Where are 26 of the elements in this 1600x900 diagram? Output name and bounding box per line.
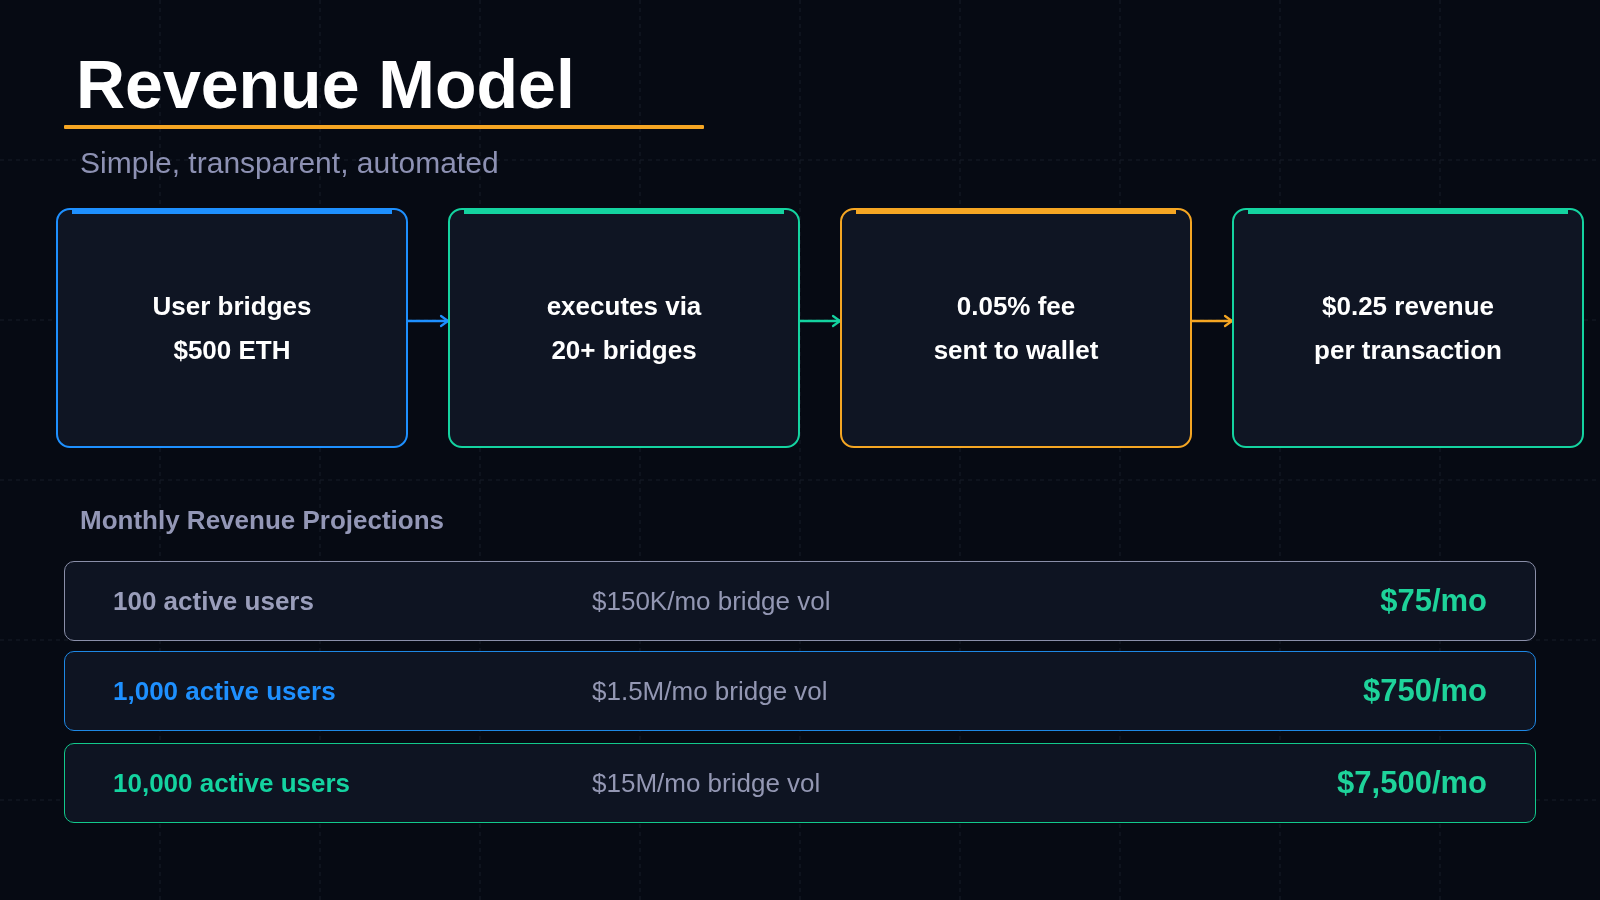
monthly-revenue: $75/mo xyxy=(1380,582,1487,620)
monthly-revenue: $750/mo xyxy=(1362,672,1487,710)
bridge-volume: $15M/mo bridge vol xyxy=(592,767,821,800)
projection-row xyxy=(64,651,1536,731)
step-card xyxy=(840,208,1192,448)
step-card xyxy=(448,208,800,448)
section-heading: Monthly Revenue Projections xyxy=(80,504,445,537)
user-count: 10,000 active users xyxy=(113,767,351,800)
step-text: User bridges $500 ETH xyxy=(151,290,313,367)
step-text: $0.25 revenue per transaction xyxy=(1313,290,1503,367)
step-card xyxy=(1232,208,1584,448)
step-text: executes via 20+ bridges xyxy=(545,290,703,367)
step-text: 0.05% fee sent to wallet xyxy=(932,290,1100,367)
slide-title: Revenue Model xyxy=(76,46,575,122)
bridge-volume: $150K/mo bridge vol xyxy=(592,585,831,618)
arrow xyxy=(800,314,842,328)
user-count: 1,000 active users xyxy=(113,675,336,708)
arrow xyxy=(408,314,450,328)
step-card xyxy=(56,208,408,448)
arrow xyxy=(1192,314,1234,328)
subtitle: Simple, transparent, automated xyxy=(80,145,499,181)
projection-row xyxy=(64,561,1536,641)
monthly-revenue: $7,500/mo xyxy=(1337,764,1487,802)
bridge-volume: $1.5M/mo bridge vol xyxy=(592,675,828,708)
user-count: 100 active users xyxy=(113,585,314,618)
projection-row xyxy=(64,743,1536,823)
